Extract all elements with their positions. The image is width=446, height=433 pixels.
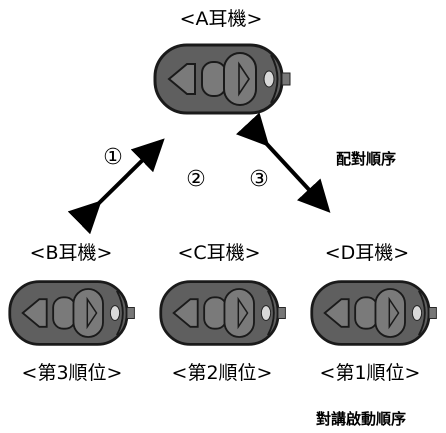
headset-a-svg: [153, 43, 291, 115]
device-d-label: <D耳機>: [324, 242, 410, 264]
headset-d-svg: [310, 280, 437, 346]
device-a-label: <A耳機>: [179, 8, 263, 30]
device-d-order-label: <第1順位>: [319, 362, 421, 384]
device-b-headset-image: [6, 277, 140, 349]
step-1-marker: ①: [103, 145, 123, 170]
headset-b-svg: [8, 280, 135, 346]
headset-c-svg: [159, 280, 286, 346]
pairing-order-caption: 配對順序: [336, 150, 397, 168]
step-2-marker: ②: [186, 167, 206, 192]
step-3-marker: ③: [249, 167, 269, 192]
device-a-headset-image: [151, 40, 296, 118]
device-c-label: <C耳機>: [177, 242, 261, 264]
device-b-order-label: <第3順位>: [21, 362, 123, 384]
device-c-headset-image: [157, 277, 291, 349]
device-c-order-label: <第2順位>: [171, 362, 273, 384]
arrow-step-3: [235, 112, 331, 213]
device-d-headset-image: [308, 277, 442, 349]
intercom-order-caption: 對講啟動順序: [316, 410, 407, 428]
device-b-label: <B耳機>: [29, 242, 113, 264]
